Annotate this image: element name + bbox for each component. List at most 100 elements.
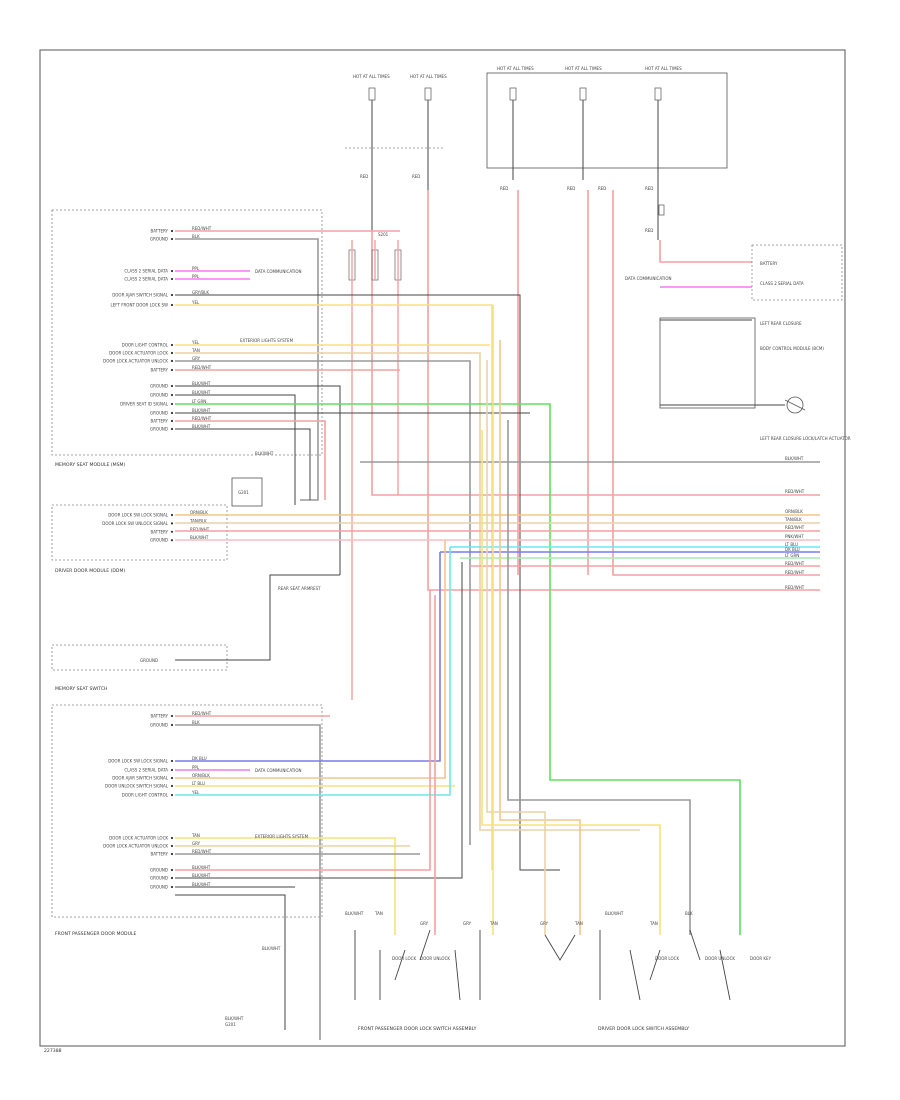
pin-name: LEFT FRONT DOOR LOCK SW [111, 303, 169, 308]
svg-text:TAN: TAN [574, 921, 583, 926]
svg-text:TAN/BLK: TAN/BLK [784, 517, 802, 522]
pin-wire-color: ORN/BLK [192, 773, 210, 778]
pin-wire-color: RED/WHT [192, 365, 212, 370]
front-pass-switch-assembly: BLK/WHT TAN GRY GRY TAN DOOR LOCK DOOR U… [345, 911, 498, 1032]
pin-name: DOOR LOCK SW LOCK SIGNAL [108, 759, 169, 764]
pin-dot [170, 723, 174, 727]
driver-switch-assembly: GRY TAN BLK/WHT TAN BLK DOOR LOCK DOOR U… [540, 911, 772, 1032]
fuse-label-3: HOT AT ALL TIMES [645, 66, 682, 71]
fuse-feed-lines [371, 100, 659, 240]
svg-text:RED: RED [360, 174, 368, 179]
svg-text:GRY: GRY [540, 921, 549, 926]
svg-text:DOOR LOCK: DOOR LOCK [655, 956, 679, 961]
bcm-battery-pin: BATTERY [760, 261, 778, 266]
pin-name: GROUND [150, 876, 168, 881]
svg-text:RED: RED [645, 186, 653, 191]
pin-name: CLASS 2 SERIAL DATA [124, 269, 168, 274]
data-comm-label-top: DATA COMMUNICATION [255, 269, 302, 274]
driver-door-module-label: DRIVER DOOR MODULE (DDM) [55, 568, 125, 574]
pin-wire-color: GRY/BLK [192, 290, 209, 295]
bcm-class2-pin: CLASS 2 SERIAL DATA [760, 281, 804, 286]
pin-wire-color: ORN/BLK [190, 510, 208, 515]
pin-wire-color: BLK/WHT [192, 381, 211, 386]
fuse-symbols [368, 87, 665, 216]
pin-dot [170, 343, 174, 347]
pin-wire-color: PPL [192, 765, 200, 770]
bottom-ground: BLK/WHT G201 [225, 1016, 286, 1030]
right-bus-wires [360, 461, 820, 567]
pin-wire-color: BLK/WHT [192, 408, 211, 413]
svg-text:RED: RED [645, 228, 653, 233]
pin-dot [170, 427, 174, 431]
svg-text:TAN: TAN [374, 911, 383, 916]
svg-text:BLK/WHT: BLK/WHT [605, 911, 624, 916]
pin-wire-color: BLK/WHT [192, 424, 211, 429]
svg-text:RED/WHT: RED/WHT [785, 570, 805, 575]
memory-seat-module-box [51, 209, 323, 456]
svg-text:BLK/WHT: BLK/WHT [785, 456, 804, 461]
pin-dot [170, 776, 174, 780]
memory-seat-module-label: MEMORY SEAT MODULE (MSM) [55, 462, 126, 468]
pin-wire-color: BLK/WHT [192, 865, 211, 870]
fuse-label-5: HOT AT ALL TIMES [410, 74, 447, 79]
pin-name: GROUND [150, 723, 168, 728]
svg-text:LT BLU: LT BLU [785, 542, 798, 547]
pin-wire-color: BLK/WHT [192, 882, 211, 887]
pin-dot [170, 885, 174, 889]
bottom-module-wires [175, 540, 463, 1040]
pin-dot [170, 402, 174, 406]
pin-dot [170, 836, 174, 840]
pin-wire-color: BLK [192, 234, 200, 239]
pin-dot [170, 539, 174, 542]
pin-dot [170, 393, 174, 397]
pin-dot [170, 293, 174, 297]
svg-text:BLK/WHT: BLK/WHT [225, 1016, 244, 1021]
pin-dot [170, 237, 174, 241]
blk-wht-tag: BLK/WHT [255, 451, 274, 456]
pin-dot [170, 844, 174, 848]
ext-lights-label-bottom: EXTERIOR LIGHTS SYSTEM [255, 834, 309, 839]
splice-label: S201 [378, 232, 389, 237]
ground-tag-bottom: BLK/WHT [262, 946, 281, 951]
bcm-label: BODY CONTROL MODULE (BCM) [760, 346, 824, 351]
svg-text:RED: RED [567, 186, 575, 191]
pin-name: DOOR UNLOCK SWITCH SIGNAL [105, 784, 169, 789]
pin-wire-color: PPL [192, 274, 200, 279]
actuator-wires [660, 319, 785, 406]
pin-name: DOOR AJAR SWITCH SIGNAL [112, 293, 169, 298]
pin-wire-color: RED/WHT [192, 711, 212, 716]
data-comm-label-bottom: DATA COMMUNICATION [255, 768, 302, 773]
pin-name: BATTERY [151, 529, 169, 534]
pin-wire-color: BLK/WHT [192, 390, 211, 395]
ext-lights-label-top: EXTERIOR LIGHTS SYSTEM [240, 338, 294, 343]
pin-wire-color: YEL [191, 340, 200, 345]
pin-name: BATTERY [151, 368, 169, 373]
svg-text:RED/WHT: RED/WHT [785, 585, 805, 590]
pin-name: DRIVER SEAT ID SIGNAL [120, 402, 169, 407]
pin-wire-color: LT BLU [192, 781, 205, 786]
left-rear-actuator-motor [784, 396, 806, 414]
pin-wire-color: TAN [191, 833, 200, 838]
pin-wire-color: RED/WHT [190, 527, 210, 532]
mid-module-wires [175, 514, 820, 541]
pin-wire-color: YEL [191, 300, 200, 305]
pin-dot [170, 793, 174, 797]
svg-text:BLK/WHT: BLK/WHT [345, 911, 364, 916]
front-pass-module-box [51, 704, 323, 918]
svg-text:DOOR KEY: DOOR KEY [750, 956, 772, 961]
front-pass-module-label: FRONT PASSENGER DOOR MODULE [55, 931, 137, 937]
wire-tags-top: RED RED RED RED RED RED RED [360, 174, 653, 233]
pin-dot [170, 277, 174, 281]
pin-dot [170, 530, 174, 533]
pin-dot [170, 269, 174, 273]
pin-dot [170, 411, 174, 415]
pin-name: BATTERY [151, 419, 169, 424]
pin-dot [170, 419, 174, 423]
right-wire-labels: BLK/WHT RED/WHT ORN/BLK TAN/BLK RED/WHT … [784, 456, 805, 590]
svg-text:DOOR UNLOCK: DOOR UNLOCK [420, 956, 450, 961]
pin-name: GROUND [150, 237, 168, 242]
bcm-data-label: DATA COMMUNICATION [625, 276, 672, 281]
